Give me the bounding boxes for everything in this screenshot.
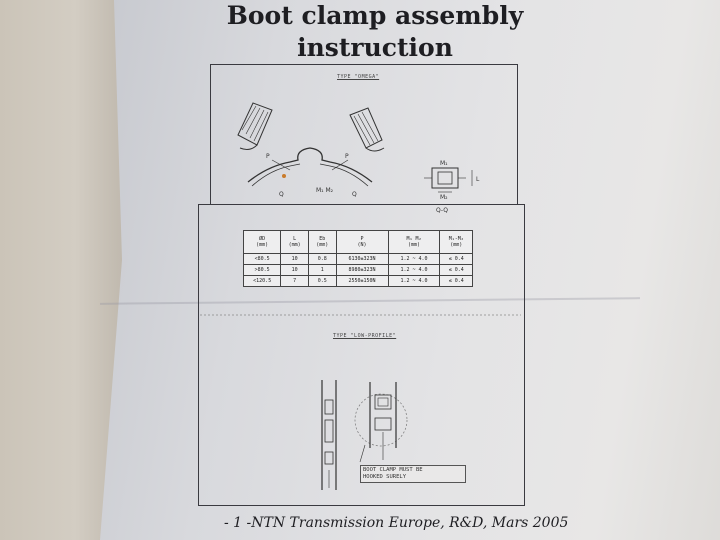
title-line-2: instruction [297, 33, 453, 62]
spec-header-row: ØD(mm) L(mm) Eb(mm) P(N) M₁ M₂(mm) M₁-M₂… [242, 230, 473, 254]
p-left-label: P [266, 153, 270, 160]
note-line-2: HOOKED SURELY [363, 474, 407, 480]
q-right-label: Q [352, 191, 357, 198]
right-tool-jaw [349, 107, 385, 152]
table-row: >80.5 10 1 8980±323N 1.2 ~ 4.0 ≤ 0.4 [242, 264, 473, 276]
hook-note-box: BOOT CLAMP MUST BE HOOKED SURELY [360, 465, 466, 483]
q-left-label: Q [279, 191, 284, 198]
document-title: Boot clamp assembly instruction [215, 0, 535, 64]
type-low-profile-label: TYPE "LOW-PROFILE" [333, 333, 397, 339]
page-footer: - 1 -NTN Transmission Europe, R&D, Mars … [224, 515, 569, 531]
note-line-1: BOOT CLAMP MUST BE [363, 467, 423, 473]
type-omega-label: TYPE "OMEGA" [337, 74, 380, 80]
left-tool-jaw [237, 102, 273, 150]
m-labels: M₁ M₂ [316, 187, 334, 194]
desk-background [0, 0, 125, 540]
header-length: L(mm) [280, 230, 309, 254]
table-row: <120.5 7 0.5 2550±150N 1.2 ~ 4.0 ≤ 0.4 [242, 275, 473, 287]
detail-l-label: L [476, 176, 480, 183]
detail-m2-label: M₂ [440, 194, 448, 201]
detail-m1-label: M₁ [440, 160, 448, 167]
header-thickness: Eb(mm) [307, 230, 337, 254]
section-detail: M₁ M₂ L Q-Q [424, 160, 480, 214]
header-force: P(N) [335, 230, 389, 254]
spec-table: ØD(mm) L(mm) Eb(mm) P(N) M₁ M₂(mm) M₁-M₂… [242, 230, 473, 287]
p-right-label: P [345, 153, 349, 160]
header-m-diff: M₁-M₂(mm) [439, 230, 473, 254]
marker-dot [282, 174, 286, 178]
omega-frame [210, 64, 518, 205]
lower-frame [198, 204, 525, 506]
section-qq-label: Q-Q [436, 207, 448, 214]
header-diameter: ØD(mm) [242, 230, 282, 254]
header-m1-m2: M₁ M₂(mm) [387, 230, 441, 254]
title-line-1: Boot clamp assembly [226, 1, 524, 30]
low-profile-drawing [321, 380, 408, 490]
table-row: <80.5 10 0.8 6130±323N 1.2 ~ 4.0 ≤ 0.4 [242, 253, 473, 265]
